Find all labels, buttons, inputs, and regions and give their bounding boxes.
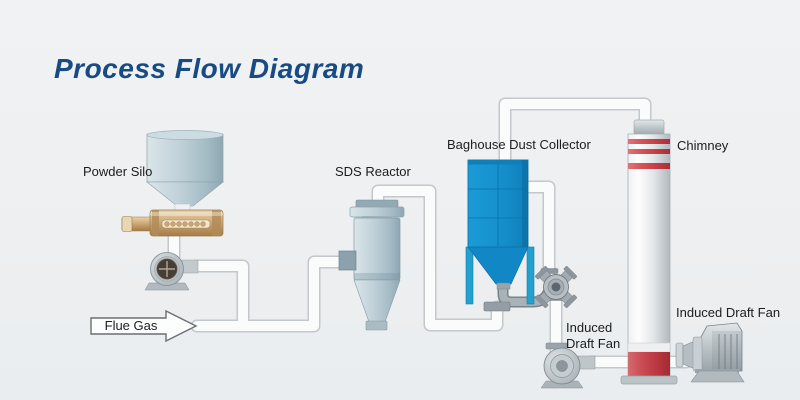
chimney-label: Chimney xyxy=(677,138,729,153)
powder-silo-vessel xyxy=(146,130,224,214)
sds-reactor-vessel xyxy=(338,199,405,331)
induced-draft-fan-left xyxy=(540,342,596,389)
induced-draft-fan-left-label-line2: Draft Fan xyxy=(566,336,621,351)
riser-flange xyxy=(483,301,511,312)
chimney-stack xyxy=(620,119,678,385)
induced-draft-fan-left-label-line1: Induced xyxy=(566,320,613,335)
sds-reactor-label: SDS Reactor xyxy=(335,164,411,179)
screw-feeder xyxy=(121,209,224,237)
rotary-valve xyxy=(535,266,577,308)
blower-fan xyxy=(144,252,199,291)
page-title: Process Flow Diagram xyxy=(54,53,365,84)
powder-silo-label: Powder Silo xyxy=(83,164,153,179)
flue-gas-label: Flue Gas xyxy=(104,318,158,333)
flue-gas-arrow xyxy=(90,309,198,343)
baghouse-vessel xyxy=(465,159,535,305)
induced-draft-fan-right-label: Induced Draft Fan xyxy=(676,305,781,320)
baghouse-dust-collector-label: Baghouse Dust Collector xyxy=(447,137,591,152)
induced-draft-fan-right xyxy=(675,322,745,383)
induced-draft-fan-left-label: Induced Draft Fan xyxy=(566,320,620,352)
